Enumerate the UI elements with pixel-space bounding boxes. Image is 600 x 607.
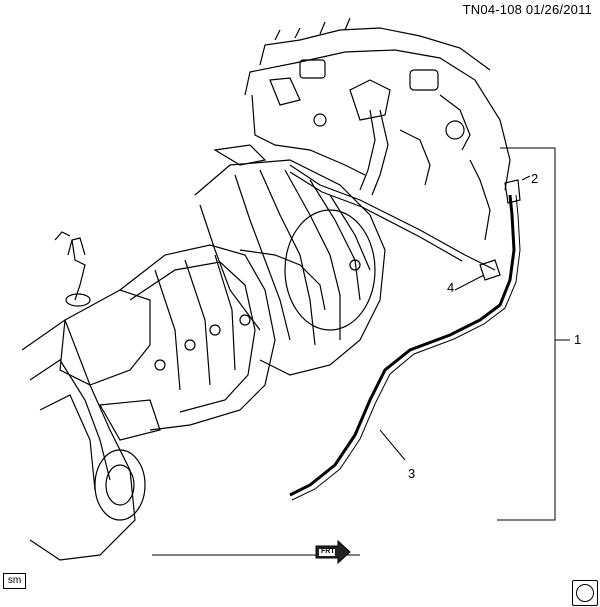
callout-3: 3: [408, 466, 415, 481]
bellhousing: [194, 159, 386, 376]
logo-icon: [572, 580, 598, 606]
vent-hose: [289, 179, 521, 501]
diagram-header: TN04-108 01/26/2011: [463, 2, 592, 17]
diagram-id: TN04-108: [462, 2, 523, 17]
engine-block: [213, 17, 511, 241]
callout-2: 2: [531, 171, 538, 186]
callout-4: 4: [447, 280, 454, 295]
callout-1: 1: [574, 332, 581, 347]
sm-label-box: sm: [3, 573, 26, 589]
front-label: FRT: [321, 548, 335, 555]
transmission-case: [21, 231, 276, 561]
diagram-date: 01/26/2011: [525, 2, 592, 17]
arrow-icon: [315, 539, 351, 565]
sm-label: sm: [7, 575, 22, 586]
wire-harness: [289, 164, 496, 271]
front-direction-arrow: FRT: [314, 539, 354, 571]
leader-lines: [152, 147, 570, 556]
